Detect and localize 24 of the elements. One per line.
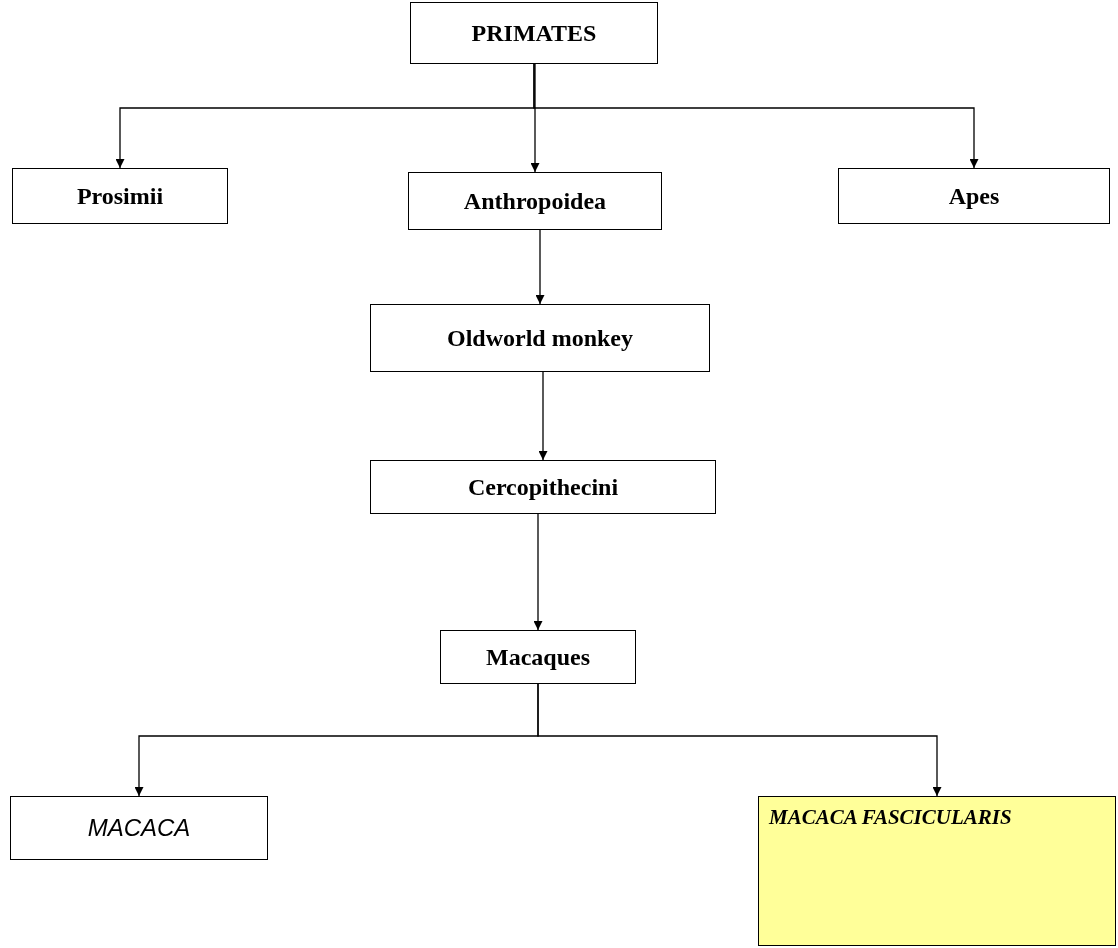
arrow: [533, 513, 543, 631]
arrow: [538, 371, 548, 461]
arrow: [537, 683, 942, 797]
taxon-box: [838, 168, 1110, 224]
arrow: [530, 63, 540, 173]
taxon-label: Macaques: [486, 643, 590, 671]
taxon-label: Anthropoidea: [463, 187, 607, 215]
taxon-label: Cercopithecini: [467, 473, 619, 501]
taxon-box: [370, 460, 716, 514]
taxon-box: [408, 172, 662, 230]
arrow: [533, 63, 979, 169]
taxon-box: [440, 630, 636, 684]
taxon-box: [370, 304, 710, 372]
taxon-box: [12, 168, 228, 224]
taxon-label: Oldworld monkey: [447, 324, 633, 352]
taxon-label: MACACA FASCICULARIS: [769, 805, 1012, 830]
taxon-label: Apes: [948, 182, 1000, 210]
taxon-box: [758, 796, 1116, 946]
taxon-box: [10, 796, 268, 860]
arrow: [535, 229, 545, 305]
taxon-label: Prosimii: [76, 182, 164, 210]
taxon-label: PRIMATES: [471, 19, 597, 47]
taxon-box: [410, 2, 658, 64]
taxon-label: MACACA: [87, 814, 191, 842]
